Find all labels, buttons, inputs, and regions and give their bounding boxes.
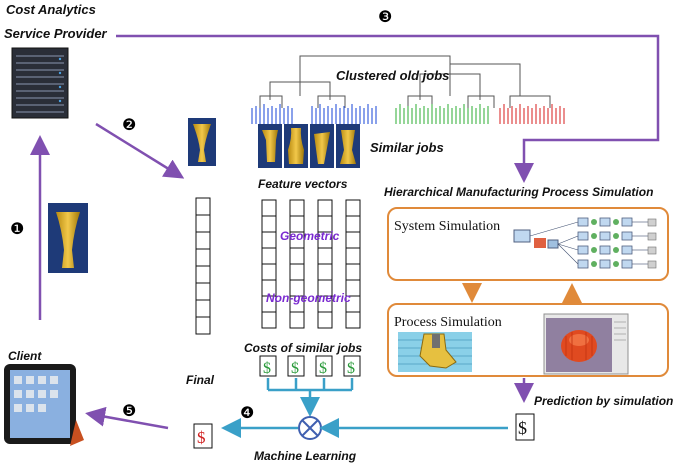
combine-icon	[298, 416, 322, 440]
geometric-label: Geometric	[280, 229, 340, 243]
machine-learning-label: Machine Learning	[254, 449, 357, 463]
dollar-icon: $	[291, 360, 299, 377]
hmps-title: Hierarchical Manufacturing Process Simul…	[384, 185, 653, 199]
similar-jobs-label: Similar jobs	[370, 140, 444, 155]
client-label: Client	[8, 349, 42, 363]
dollar-icon: $	[263, 360, 271, 377]
arrow-provider-to-features	[95, 122, 185, 179]
process-simulation-label: Process Simulation	[394, 315, 502, 330]
dollar-icon: $	[319, 360, 327, 377]
system-simulation-panel	[387, 207, 669, 281]
predicted-cost-box	[515, 413, 535, 441]
non-geometric-label: Non-geometric	[266, 291, 351, 305]
prediction-label: Prediction by simulation	[534, 394, 673, 408]
process-render-right	[543, 313, 629, 375]
feature-vectors-label: Feature vectors	[258, 177, 348, 191]
final-label: Final	[186, 373, 215, 387]
dollar-icon: $	[518, 418, 527, 438]
step-2-badge: ❷	[122, 117, 136, 134]
step-1-badge: ❶	[10, 221, 24, 238]
dollar-icon: $	[197, 428, 206, 447]
arrow-final-to-client	[85, 406, 169, 430]
costs-similar-label: Costs of similar jobs	[244, 341, 362, 355]
cluster-dendrogram	[251, 55, 565, 124]
arrow-provider-to-simulation	[116, 34, 660, 183]
step-3-badge: ❸	[378, 9, 392, 26]
similar-job-thumbnails	[258, 124, 360, 168]
system-flow-diagram	[513, 217, 657, 269]
process-render-left	[398, 332, 472, 372]
final-cost-box	[193, 423, 213, 449]
similar-feature-vectors	[261, 199, 361, 329]
step-4-badge: ❹	[240, 405, 254, 422]
client-part-image	[48, 203, 88, 273]
server-rack-icon	[11, 47, 69, 119]
provider-title-line1: Cost Analytics	[6, 2, 96, 17]
query-feature-vector	[195, 197, 211, 335]
step-5-badge: ❺	[122, 403, 136, 420]
cost-merge-lines	[266, 378, 354, 392]
system-simulation-label: System Simulation	[394, 219, 500, 234]
provider-title-line2: Service Provider	[4, 26, 108, 41]
tablet-icon	[4, 364, 84, 446]
similar-cost-boxes	[259, 355, 361, 377]
clustered-jobs-label: Clustered old jobs	[336, 68, 449, 83]
dollar-icon: $	[347, 360, 355, 377]
query-part-thumbnail	[188, 118, 216, 166]
